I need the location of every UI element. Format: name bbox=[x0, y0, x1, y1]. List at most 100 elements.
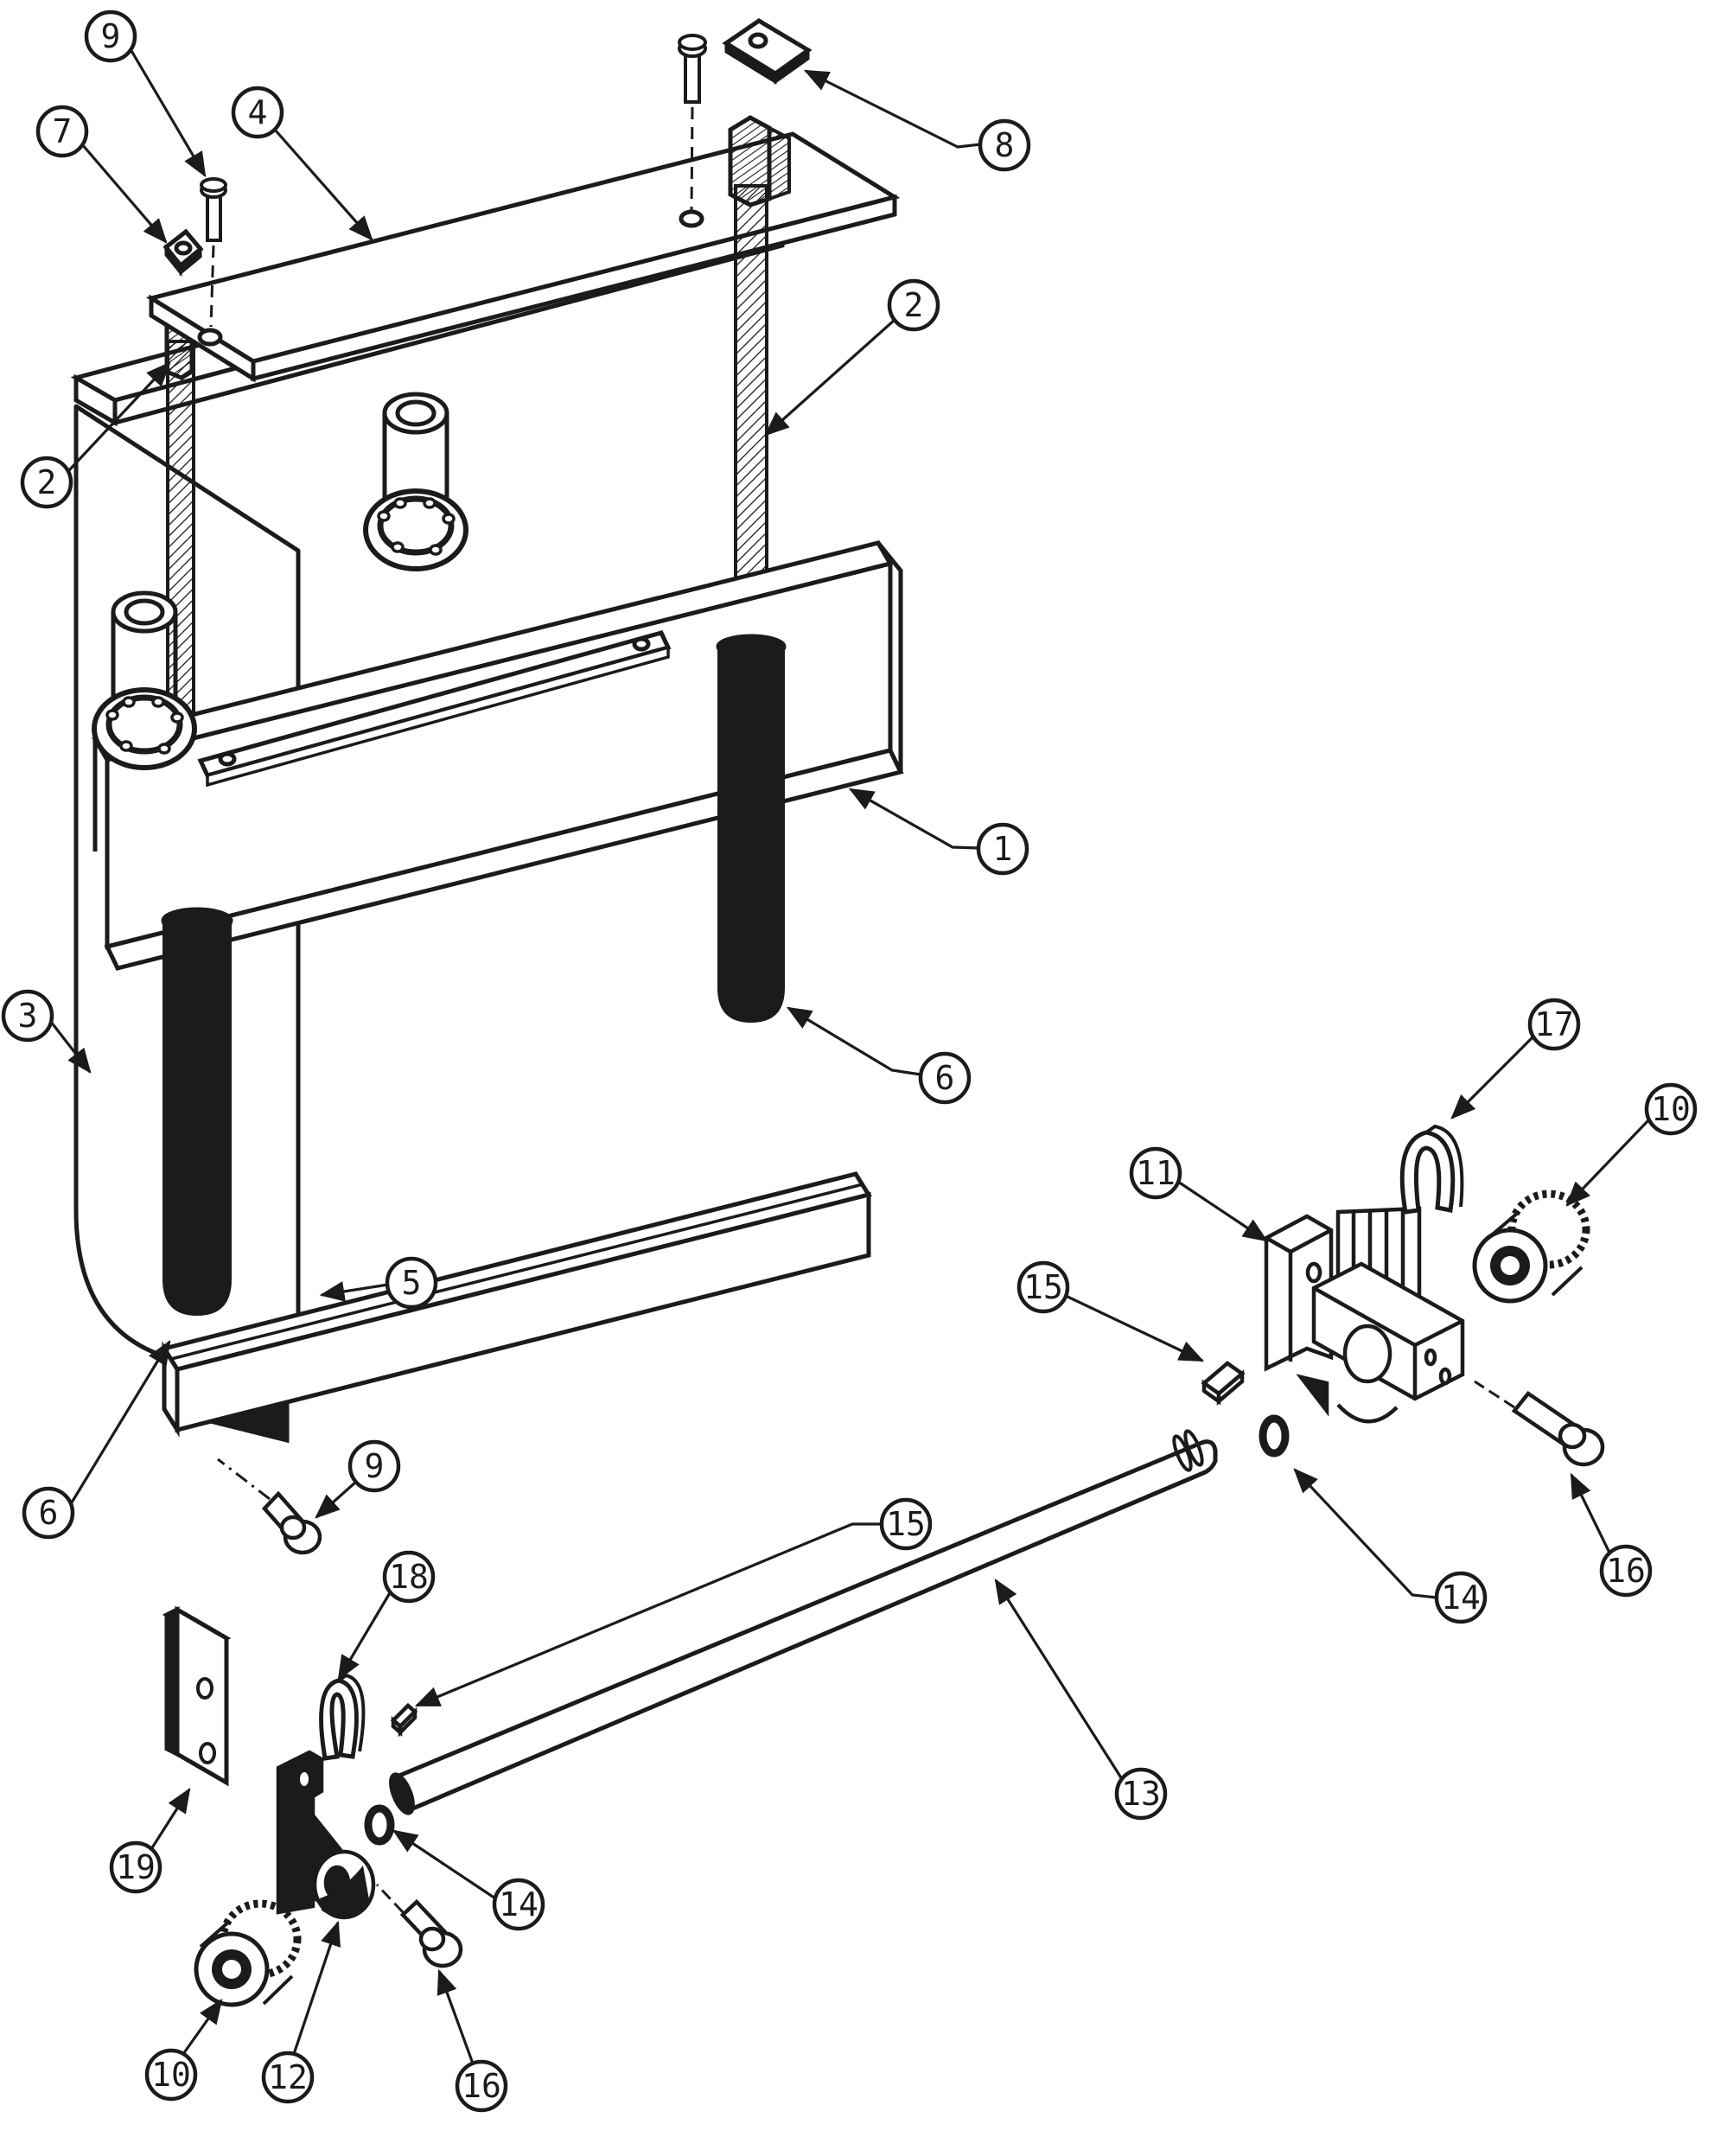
nut-block-right bbox=[728, 115, 791, 207]
part-key-pin-bottom bbox=[390, 1702, 418, 1738]
balloon-circle bbox=[347, 1439, 401, 1493]
part-tnut-plate-7 bbox=[163, 228, 204, 277]
balloon-circle bbox=[22, 1486, 75, 1540]
balloon-16: 16 bbox=[1570, 1472, 1653, 1598]
balloon-circle bbox=[1114, 1767, 1168, 1821]
part-hex-bolt-right bbox=[1474, 1380, 1605, 1467]
balloon-8: 8 bbox=[803, 69, 1031, 172]
balloon-circle bbox=[1599, 1544, 1653, 1598]
part-pivot-bracket-12 bbox=[276, 1750, 376, 1920]
balloon-11: 11 bbox=[1129, 1146, 1268, 1242]
balloon-10: 10 bbox=[1565, 1082, 1698, 1207]
balloon-number: 13 bbox=[1121, 1775, 1161, 1813]
leader-line bbox=[764, 318, 896, 437]
balloon-15: 15 bbox=[1016, 1260, 1205, 1362]
leader-line bbox=[70, 1339, 171, 1503]
balloon-5: 5 bbox=[319, 1256, 438, 1310]
part-oring-bottom bbox=[364, 1804, 395, 1846]
balloon-circle bbox=[918, 1051, 972, 1105]
balloon-number: 2 bbox=[904, 286, 924, 324]
part-top-plate bbox=[145, 115, 901, 383]
balloon-circle bbox=[35, 105, 89, 158]
part-base-angle bbox=[161, 1171, 872, 1438]
balloon-1: 1 bbox=[848, 788, 1029, 876]
part-oring-right bbox=[1259, 1414, 1290, 1458]
balloon-number: 1 bbox=[993, 830, 1013, 868]
balloon-number: 16 bbox=[462, 2067, 501, 2105]
leader-line bbox=[414, 1522, 882, 1707]
leader-line bbox=[1570, 1472, 1611, 1553]
balloon-12: 12 bbox=[261, 1920, 341, 2104]
leader-line bbox=[1177, 1180, 1268, 1242]
leader-line bbox=[392, 1829, 496, 1900]
balloon-circle bbox=[144, 2048, 198, 2102]
leader-line bbox=[437, 1968, 475, 2064]
part-socket-screw-left bbox=[200, 177, 227, 328]
leader-line bbox=[319, 1281, 389, 1302]
balloon-circle bbox=[382, 1550, 436, 1604]
part-knurled-knob-right bbox=[1472, 1190, 1590, 1304]
part-uclip-18 bbox=[319, 1673, 366, 1761]
leader-line bbox=[848, 788, 979, 850]
leader-line bbox=[67, 361, 171, 473]
balloon-circle bbox=[976, 822, 1029, 876]
balloon-number: 9 bbox=[365, 1447, 385, 1485]
balloon-number: 14 bbox=[499, 1885, 538, 1923]
part-spring-sleeve-right bbox=[716, 634, 787, 1023]
balloon-circle bbox=[109, 1840, 163, 1894]
balloon-9: 9 bbox=[84, 10, 207, 178]
balloon-number: 4 bbox=[248, 93, 268, 131]
balloon-number: 17 bbox=[1534, 1005, 1574, 1043]
balloon-number: 14 bbox=[1441, 1579, 1481, 1617]
balloon-14: 14 bbox=[392, 1829, 545, 1931]
balloon-number: 16 bbox=[1606, 1552, 1646, 1590]
balloon-circle bbox=[231, 86, 284, 139]
balloon-circle bbox=[1129, 1146, 1182, 1200]
balloon-15: 15 bbox=[414, 1497, 933, 1707]
balloon-number: 9 bbox=[101, 17, 121, 55]
leader-line bbox=[182, 1999, 223, 2055]
leader-line bbox=[315, 1480, 358, 1519]
plate-hole-left bbox=[197, 328, 223, 347]
balloon-circle bbox=[1644, 1082, 1698, 1136]
balloon-circle bbox=[20, 456, 73, 509]
balloon-10: 10 bbox=[144, 1999, 223, 2102]
balloon-number: 3 bbox=[18, 997, 38, 1035]
balloon-number: 19 bbox=[116, 1848, 156, 1886]
balloon-6: 6 bbox=[786, 1006, 972, 1105]
balloon-circle bbox=[1, 989, 54, 1043]
balloon-circle bbox=[1434, 1571, 1488, 1624]
leader-line bbox=[1565, 1119, 1650, 1207]
part-key-pin-right bbox=[1201, 1361, 1246, 1406]
balloon-3: 3 bbox=[1, 989, 92, 1074]
leader-line bbox=[150, 1787, 191, 1850]
leader-line bbox=[337, 1591, 392, 1681]
leader-line bbox=[80, 143, 168, 244]
part-clamp-bracket-11 bbox=[1264, 1206, 1465, 1424]
leader-line bbox=[129, 48, 207, 178]
balloon-number: 10 bbox=[1651, 1090, 1691, 1128]
balloon-circle bbox=[887, 278, 940, 332]
balloon-number: 18 bbox=[389, 1558, 429, 1596]
balloon-19: 19 bbox=[109, 1787, 191, 1894]
balloon-17: 17 bbox=[1450, 998, 1581, 1119]
balloon-6: 6 bbox=[22, 1339, 171, 1540]
balloon-2: 2 bbox=[764, 278, 940, 437]
balloon-number: 7 bbox=[53, 112, 73, 150]
balloon-circle bbox=[455, 2059, 508, 2113]
part-handle-rod bbox=[389, 1429, 1218, 1815]
part-knurled-knob-bottom bbox=[194, 1899, 302, 2007]
balloon-4: 4 bbox=[231, 86, 373, 241]
leader-line bbox=[273, 128, 373, 241]
balloon-circle bbox=[261, 2051, 315, 2104]
leader-line bbox=[49, 1021, 92, 1074]
balloon-circle bbox=[84, 10, 137, 63]
bearing-tower-left bbox=[92, 590, 197, 770]
leader-line bbox=[994, 1578, 1124, 1780]
leader-line bbox=[803, 69, 981, 149]
plate-hole-right bbox=[679, 209, 704, 228]
balloon-number: 11 bbox=[1136, 1154, 1176, 1192]
leader-line bbox=[1065, 1294, 1205, 1362]
